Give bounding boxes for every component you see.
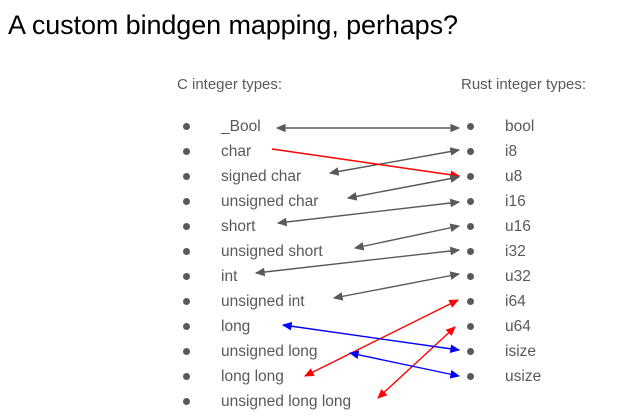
bullet-icon	[183, 248, 190, 255]
bullet-icon	[183, 148, 190, 155]
mapping-arrow-unsignedint-u32	[332, 271, 461, 301]
bullet-icon	[467, 273, 474, 280]
list-item: i8	[467, 139, 541, 164]
c-type-label: unsigned long	[221, 343, 318, 360]
c-type-label: unsigned int	[221, 293, 305, 310]
bullet-icon	[467, 223, 474, 230]
bullet-icon	[183, 223, 190, 230]
bullet-icon	[467, 198, 474, 205]
rust-type-label: u64	[505, 318, 531, 335]
list-item: i64	[467, 289, 541, 314]
list-item: i16	[467, 189, 541, 214]
mapping-arrow-unsignedchar-u8	[346, 174, 461, 201]
bullet-icon	[467, 123, 474, 130]
list-item: u16	[467, 214, 541, 239]
rust-type-label: i16	[505, 193, 526, 210]
bullet-icon	[467, 323, 474, 330]
bullet-icon	[183, 173, 190, 180]
c-type-label: long	[221, 318, 251, 335]
list-item: signed char	[183, 164, 351, 189]
c-type-label: unsigned long long	[221, 393, 352, 410]
list-item: int	[183, 264, 351, 289]
c-type-label: signed char	[221, 168, 302, 185]
bullet-icon	[183, 273, 190, 280]
bullet-icon	[183, 123, 190, 130]
mapping-arrow-ulong-usize	[348, 350, 461, 379]
list-item: isize	[467, 339, 541, 364]
page-title: A custom bindgen mapping, perhaps?	[8, 10, 458, 40]
rust-type-label: u8	[505, 168, 523, 185]
list-item: long	[183, 314, 351, 339]
list-item: char	[183, 139, 351, 164]
c-type-label: unsigned short	[221, 243, 323, 260]
c-types-column-header: C integer types:	[177, 76, 283, 93]
mapping-arrow-ulonglong-u64	[377, 326, 456, 399]
rust-type-label: isize	[505, 343, 537, 360]
c-type-label: long long	[221, 368, 284, 385]
bullet-icon	[467, 248, 474, 255]
bullet-icon	[467, 173, 474, 180]
list-item: bool	[467, 114, 541, 139]
c-type-label: _Bool	[221, 118, 261, 135]
rust-type-label: u32	[505, 268, 531, 285]
bullet-icon	[467, 298, 474, 305]
bullet-icon	[183, 373, 190, 380]
bullet-icon	[467, 148, 474, 155]
list-item: short	[183, 214, 351, 239]
list-item: unsigned int	[183, 289, 351, 314]
bullet-icon	[467, 373, 474, 380]
bullet-icon	[183, 348, 190, 355]
bullet-icon	[183, 298, 190, 305]
list-item: unsigned short	[183, 239, 351, 264]
rust-type-label: bool	[505, 118, 535, 135]
rust-types-list: bool i8 u8 i16 u16 i32 u32 i64 u64 isize usize	[467, 114, 541, 389]
bullet-icon	[467, 348, 474, 355]
list-item: unsigned long long	[183, 389, 351, 414]
list-item: unsigned long	[183, 339, 351, 364]
list-item: i32	[467, 239, 541, 264]
list-item: long long	[183, 364, 351, 389]
mapping-arrow-unsignedshort-u16	[353, 223, 461, 251]
c-type-label: short	[221, 218, 256, 235]
list-item: _Bool	[183, 114, 351, 139]
bullet-icon	[183, 198, 190, 205]
rust-type-label: i8	[505, 143, 518, 160]
list-item: u8	[467, 164, 541, 189]
list-item: usize	[467, 364, 541, 389]
list-item: u64	[467, 314, 541, 339]
bullet-icon	[183, 398, 190, 405]
rust-type-label: i32	[505, 243, 526, 260]
list-item: u32	[467, 264, 541, 289]
rust-types-column-header: Rust integer types:	[461, 76, 587, 93]
c-type-label: char	[221, 143, 252, 160]
list-item: unsigned char	[183, 189, 351, 214]
rust-type-label: u16	[505, 218, 531, 235]
bullet-icon	[183, 323, 190, 330]
c-type-label: unsigned char	[221, 193, 319, 210]
rust-type-label: usize	[505, 368, 542, 385]
rust-type-label: i64	[505, 293, 526, 310]
c-type-label: int	[221, 268, 238, 285]
